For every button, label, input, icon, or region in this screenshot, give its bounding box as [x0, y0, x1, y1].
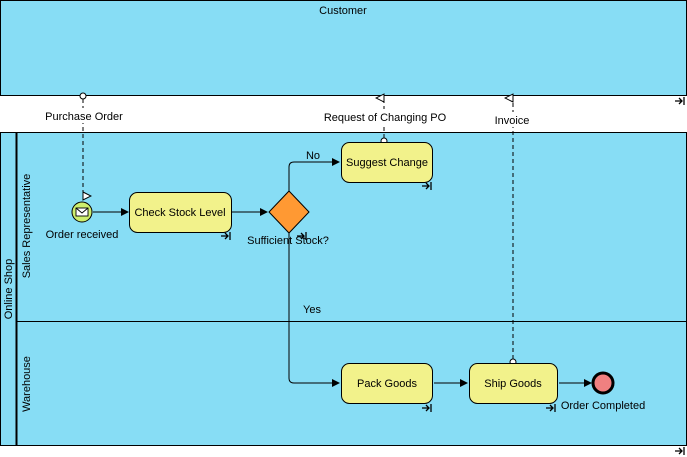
warehouse-lane[interactable]: Warehouse [21, 356, 33, 412]
subprocess-marker-icon [297, 232, 307, 240]
no-label: No [306, 150, 320, 162]
subprocess-marker-icon [422, 182, 432, 190]
task-pack-goods-label: Pack Goods [357, 378, 417, 390]
purchase-order-label: Purchase Order [45, 111, 123, 123]
collapse-marker-icon[interactable] [675, 97, 685, 105]
task-check-stock-level[interactable]: Check Stock Level [129, 192, 232, 241]
gateway-label: Sufficient Stock? [247, 235, 329, 247]
customer-pool-label: Customer [319, 5, 367, 17]
gateway-sufficient-stock[interactable]: Sufficient Stock? [247, 190, 329, 247]
end-event-label: Order Completed [561, 400, 645, 412]
task-ship-goods-label: Ship Goods [484, 378, 542, 390]
sales-representative-lane[interactable]: Sales Representative [16, 174, 687, 322]
message-flow-request-change[interactable]: Request of Changing PO [322, 98, 448, 145]
message-flow-purchase-order[interactable]: Purchase Order [42, 92, 126, 196]
online-shop-pool-label: Online Shop [3, 259, 15, 320]
request-change-label: Request of Changing PO [324, 112, 447, 124]
task-pack-goods[interactable]: Pack Goods [341, 363, 433, 413]
task-suggest-change[interactable]: Suggest Change [341, 142, 433, 191]
customer-pool[interactable]: Customer [0, 0, 687, 106]
task-ship-goods[interactable]: Ship Goods [469, 363, 558, 413]
start-event-label: Order received [46, 229, 119, 241]
yes-label: Yes [303, 304, 321, 316]
sequence-flow-yes[interactable]: Yes [288, 233, 340, 387]
warehouse-lane-label: Warehouse [21, 356, 33, 412]
subprocess-marker-icon [546, 404, 556, 412]
task-check-stock-label: Check Stock Level [134, 207, 225, 219]
collapse-marker-icon[interactable] [675, 447, 685, 455]
subprocess-marker-icon [422, 404, 432, 412]
end-event-order-completed[interactable]: Order Completed [561, 371, 645, 412]
envelope-icon [75, 207, 89, 217]
invoice-label: Invoice [495, 115, 530, 127]
start-event-order-received[interactable]: Order received [46, 201, 119, 241]
sales-lane-label: Sales Representative [21, 174, 33, 279]
sequence-flow-no[interactable]: No [288, 150, 340, 192]
subprocess-marker-icon [221, 232, 231, 240]
task-suggest-change-label: Suggest Change [346, 157, 428, 169]
message-flow-invoice[interactable]: Invoice [492, 98, 534, 366]
